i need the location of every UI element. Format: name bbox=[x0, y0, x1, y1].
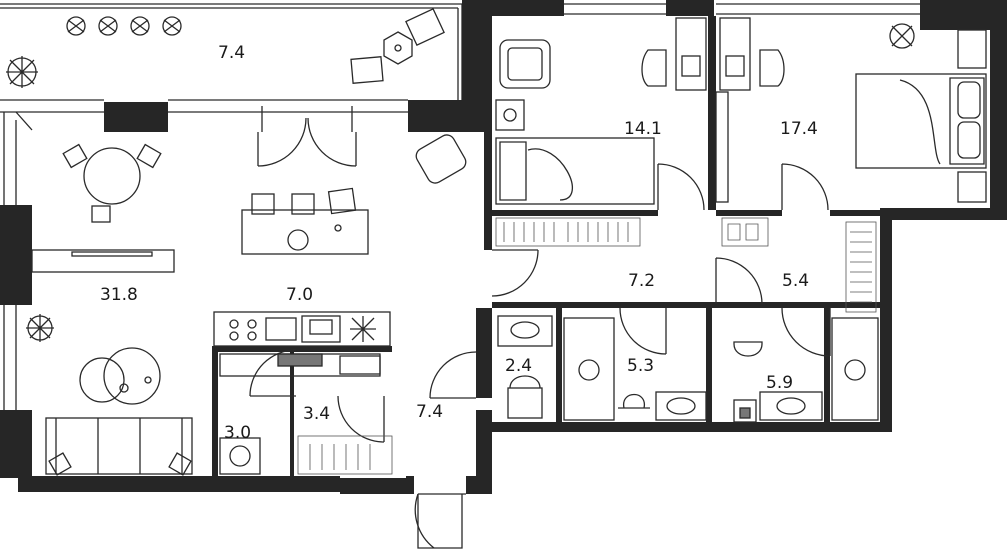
toilet-icon bbox=[507, 387, 543, 419]
outdoor-chair-icon bbox=[350, 8, 445, 84]
walls bbox=[0, 0, 1007, 494]
sink-icon bbox=[759, 391, 823, 421]
bedroom-2-furniture bbox=[715, 17, 987, 203]
double-bed-icon bbox=[855, 73, 987, 169]
area-label-bedroom-1: 14.1 bbox=[624, 119, 662, 139]
sink-icon bbox=[655, 391, 707, 421]
bathroom-fixtures bbox=[497, 315, 879, 423]
tv-console-icon bbox=[31, 249, 175, 273]
toilet-icon bbox=[733, 341, 763, 357]
plant-icon bbox=[6, 56, 38, 88]
hall-furniture bbox=[219, 353, 393, 475]
area-label-bathroom-2: 5.9 bbox=[766, 373, 793, 393]
plant-icon bbox=[66, 16, 182, 36]
room-area-labels: 7.4 14.1 17.4 31.8 7.0 7.2 5.4 2.4 5.3 5… bbox=[100, 43, 818, 443]
shower-icon bbox=[831, 317, 879, 421]
desk-icon bbox=[675, 17, 707, 91]
sink-icon bbox=[497, 315, 553, 347]
bed-icon bbox=[495, 137, 655, 205]
shower-icon bbox=[563, 317, 615, 421]
area-label-kitchen: 7.0 bbox=[286, 285, 313, 305]
area-label-laundry: 3.0 bbox=[224, 423, 251, 443]
living-room-furniture bbox=[26, 134, 467, 476]
window-frames bbox=[0, 3, 920, 410]
bedroom-1-furniture bbox=[495, 17, 707, 205]
area-label-wardrobe: 5.4 bbox=[782, 271, 809, 291]
side-table-icon bbox=[383, 31, 413, 65]
armchair-icon bbox=[415, 134, 467, 184]
toilet-icon bbox=[618, 394, 650, 409]
area-label-living-room: 31.8 bbox=[100, 285, 138, 305]
kitchen-counter-icon bbox=[213, 311, 391, 347]
armchair-icon bbox=[499, 39, 551, 89]
kitchen-furniture bbox=[213, 187, 391, 347]
area-label-corridor-bedrooms: 7.2 bbox=[628, 271, 655, 291]
kitchen-island-icon bbox=[241, 209, 369, 255]
area-label-balcony: 7.4 bbox=[218, 43, 245, 63]
doors bbox=[249, 106, 831, 549]
area-label-entrance-hall: 7.4 bbox=[416, 402, 443, 422]
area-label-toilet: 2.4 bbox=[505, 356, 532, 376]
closet-rods bbox=[495, 217, 877, 313]
dining-table-icon bbox=[83, 147, 141, 205]
sofa-icon bbox=[45, 417, 193, 475]
desk-icon bbox=[719, 17, 751, 91]
area-label-bedroom-2: 17.4 bbox=[780, 119, 818, 139]
area-label-hall: 3.4 bbox=[303, 404, 330, 424]
washing-machine-icon bbox=[219, 437, 261, 475]
area-label-bathroom-1: 5.3 bbox=[627, 356, 654, 376]
